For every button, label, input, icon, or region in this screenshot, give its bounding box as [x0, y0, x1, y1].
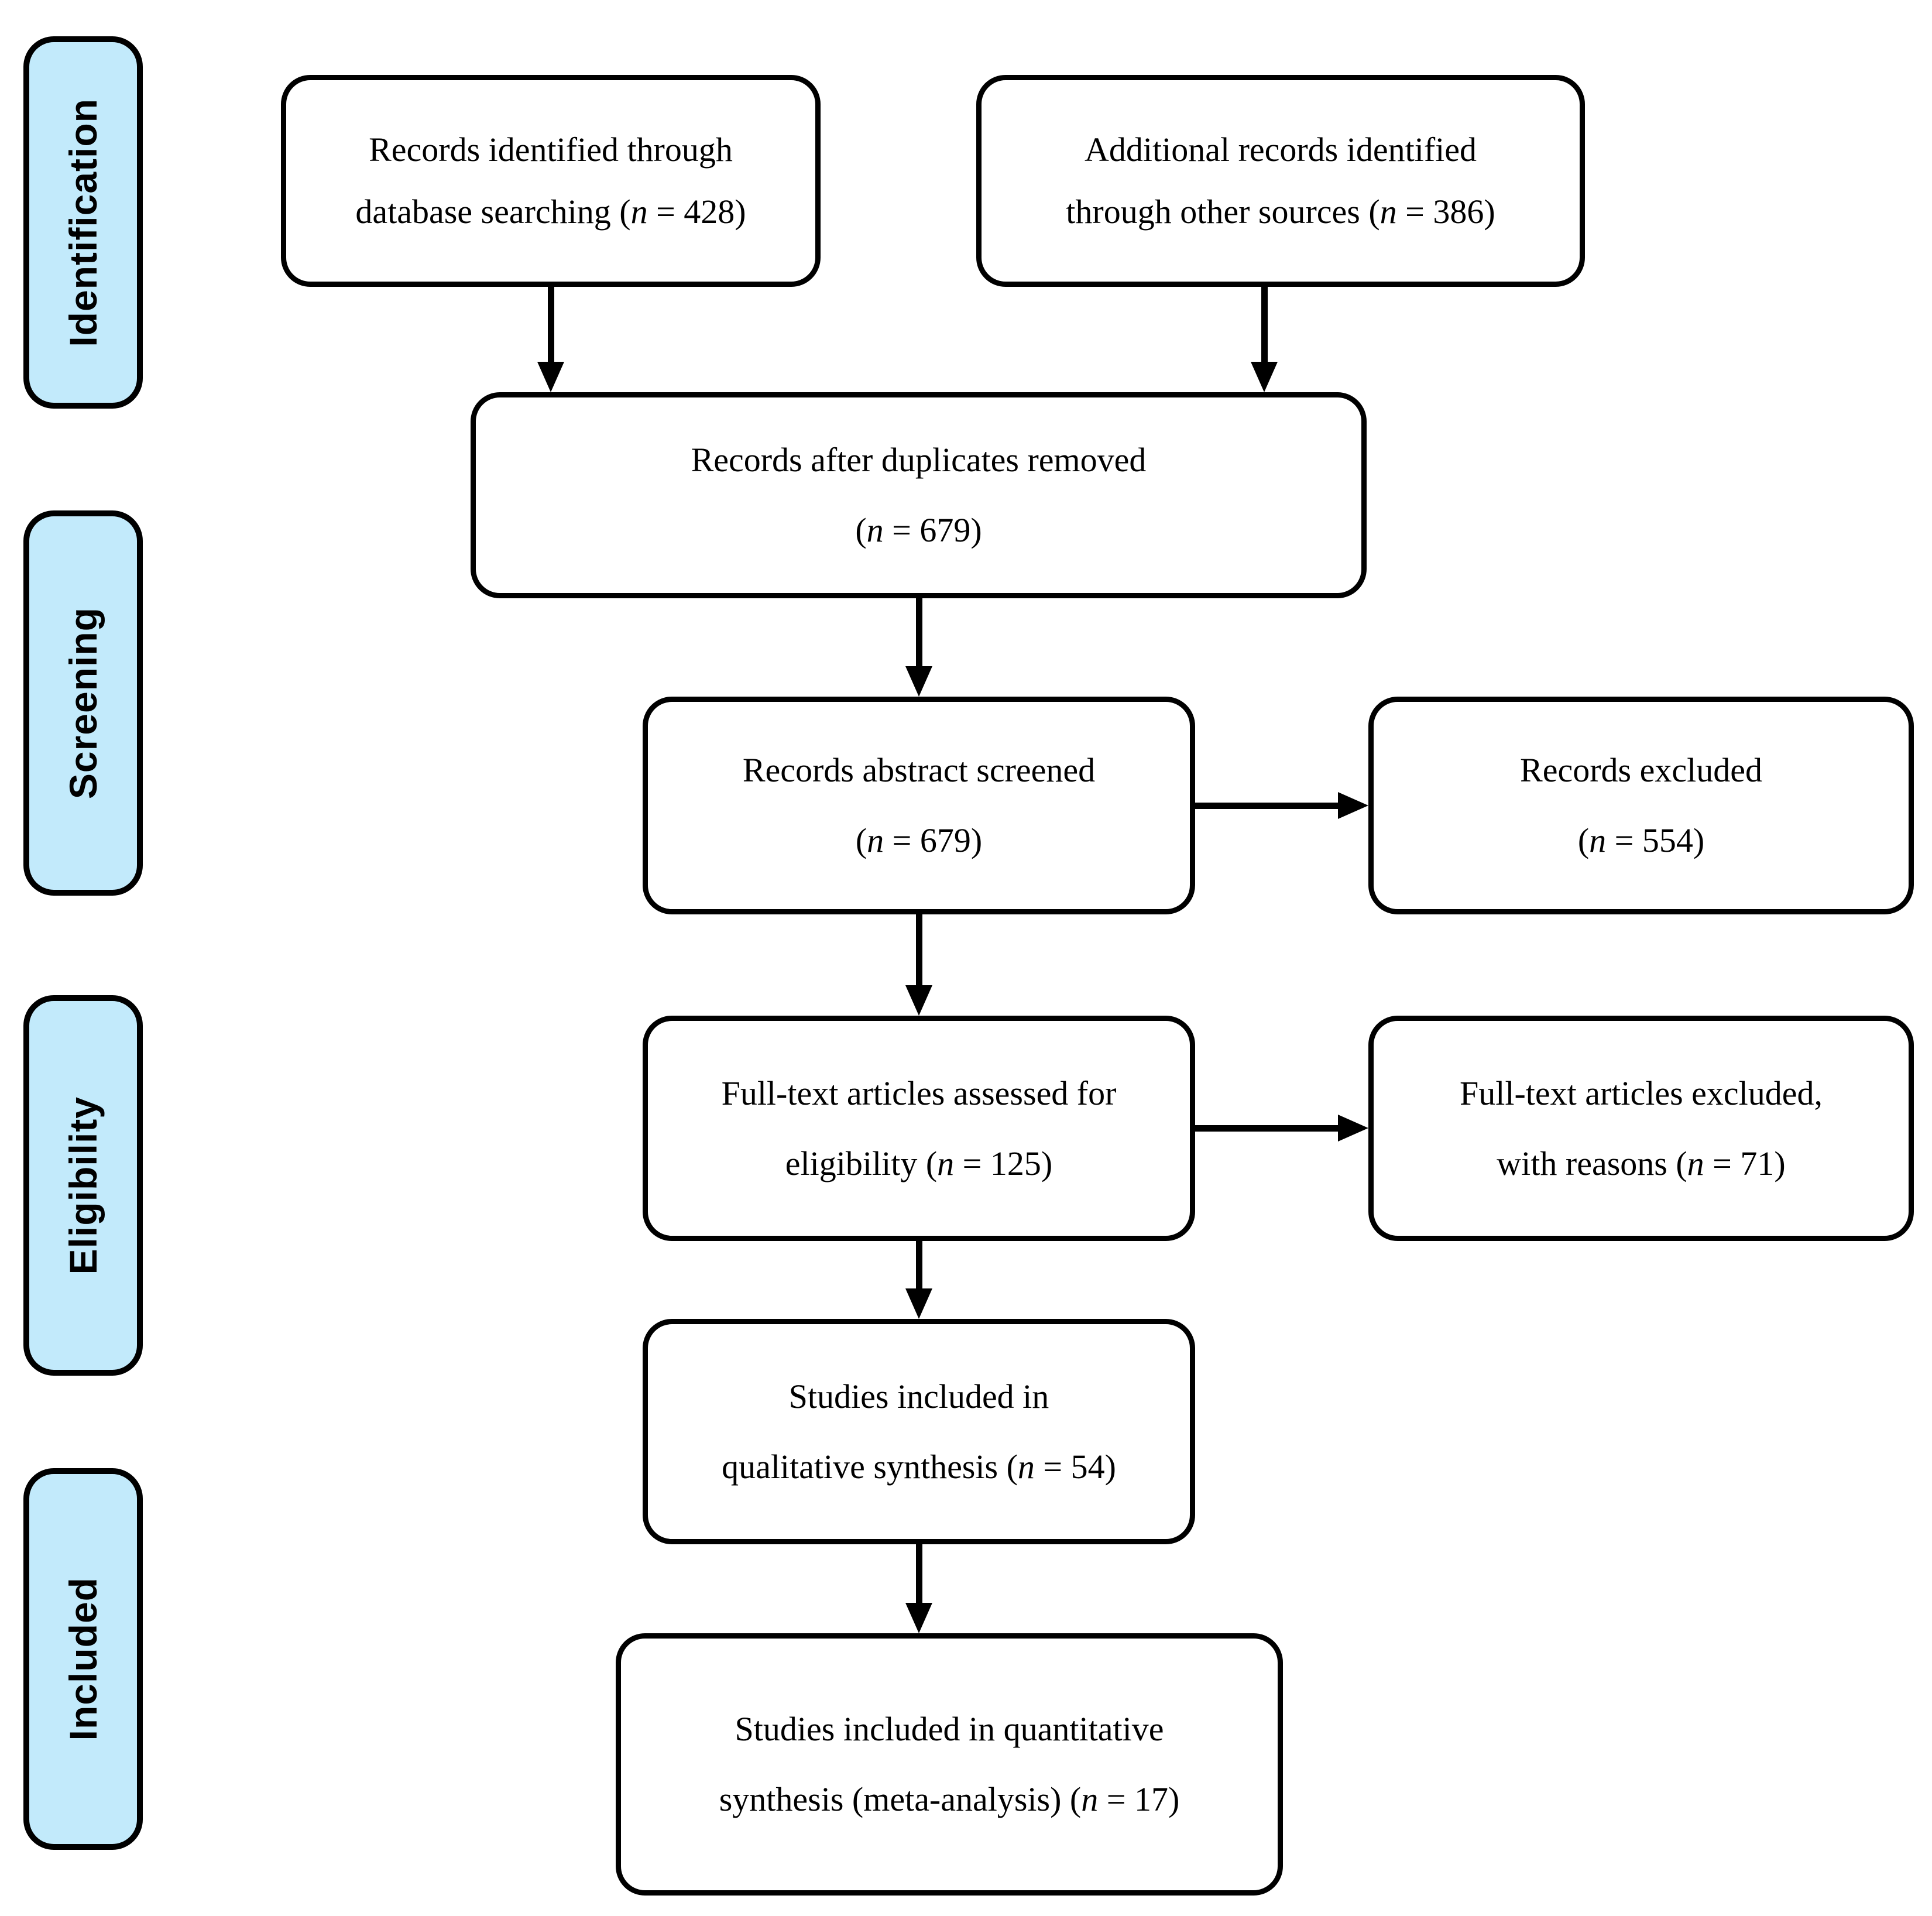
stage-label-identification: Identification: [61, 98, 105, 347]
arrow-duplicates-to-screened: [905, 598, 932, 697]
box-text-line: database searching (n = 428): [355, 193, 746, 231]
box-text-line: Records excluded: [1520, 751, 1762, 790]
box-text-line: Studies included in: [788, 1377, 1049, 1415]
arrow-head-down-icon: [1251, 362, 1278, 392]
arrow-head-down-icon: [537, 362, 564, 392]
arrow-head-down-icon: [905, 1288, 932, 1319]
arrow-shaft: [915, 1544, 922, 1603]
stage-box-included: Included: [23, 1468, 143, 1850]
arrow-screened-to-excluded: [1195, 792, 1368, 819]
arrow-fulltext-to-excluded: [1195, 1115, 1368, 1142]
arrow-shaft: [1261, 287, 1268, 362]
box-text-line: Additional records identified: [1084, 131, 1477, 169]
flow-box-fulltext-assessed: Full-text articles assessed for eligibili…: [643, 1016, 1195, 1241]
stage-label-eligibility: Eligibility: [61, 1096, 105, 1275]
flow-box-duplicates-removed: Records after duplicates removed (n = 679…: [471, 392, 1367, 598]
arrow-head-down-icon: [905, 1603, 932, 1633]
box-text-line: Full-text articles excluded,: [1459, 1074, 1823, 1112]
arrow-qualitative-to-quantitative: [905, 1544, 932, 1633]
flow-box-records-identified: Records identified through database searc…: [281, 75, 821, 287]
arrow-identified-to-duplicates: [537, 287, 564, 392]
box-text-line: Records after duplicates removed: [691, 441, 1147, 479]
stage-box-screening: Screening: [23, 510, 143, 896]
arrow-fulltext-to-qualitative: [905, 1241, 932, 1319]
arrow-shaft: [1195, 1125, 1338, 1132]
arrow-head-down-icon: [905, 666, 932, 697]
flow-box-quantitative-synthesis: Studies included in quantitative synthesi…: [616, 1633, 1283, 1896]
box-text-line: Studies included in quantitative: [735, 1710, 1164, 1749]
arrow-shaft: [915, 914, 922, 985]
box-text-line: Full-text articles assessed for: [721, 1074, 1117, 1112]
box-text-line: (n = 554): [1577, 821, 1705, 859]
box-text-line: through other sources (n = 386): [1066, 193, 1495, 231]
box-text-line: qualitative synthesis (n = 54): [722, 1447, 1116, 1486]
stage-label-screening: Screening: [61, 606, 105, 800]
flow-box-records-excluded: Records excluded (n = 554): [1368, 697, 1914, 914]
stage-box-identification: Identification: [23, 36, 143, 409]
arrow-shaft: [547, 287, 554, 362]
box-text-line: (n = 679): [855, 821, 983, 859]
arrow-head-right-icon: [1338, 1115, 1368, 1142]
box-text-line: (n = 679): [855, 511, 982, 549]
arrow-screened-to-fulltext: [905, 914, 932, 1016]
arrow-shaft: [915, 1241, 922, 1288]
flow-box-abstract-screened: Records abstract screened (n = 679): [643, 697, 1195, 914]
flow-box-qualitative-synthesis: Studies included in qualitative synthesis…: [643, 1319, 1195, 1544]
arrow-shaft: [915, 598, 922, 666]
arrow-shaft: [1195, 802, 1338, 809]
box-text-line: eligibility (n = 125): [785, 1144, 1053, 1182]
box-text-line: with reasons (n = 71): [1497, 1144, 1786, 1182]
arrow-head-down-icon: [905, 985, 932, 1016]
box-text-line: synthesis (meta-analysis) (n = 17): [719, 1780, 1180, 1818]
stage-box-eligibility: Eligibility: [23, 995, 143, 1376]
box-text-line: Records identified through: [369, 131, 733, 169]
arrow-additional-to-duplicates: [1251, 287, 1278, 392]
box-text-line: Records abstract screened: [742, 751, 1096, 790]
arrow-head-right-icon: [1338, 792, 1368, 819]
stage-label-included: Included: [61, 1577, 105, 1741]
flow-box-fulltext-excluded: Full-text articles excluded, with reasons…: [1368, 1016, 1914, 1241]
flow-box-additional-records: Additional records identified through oth…: [976, 75, 1585, 287]
